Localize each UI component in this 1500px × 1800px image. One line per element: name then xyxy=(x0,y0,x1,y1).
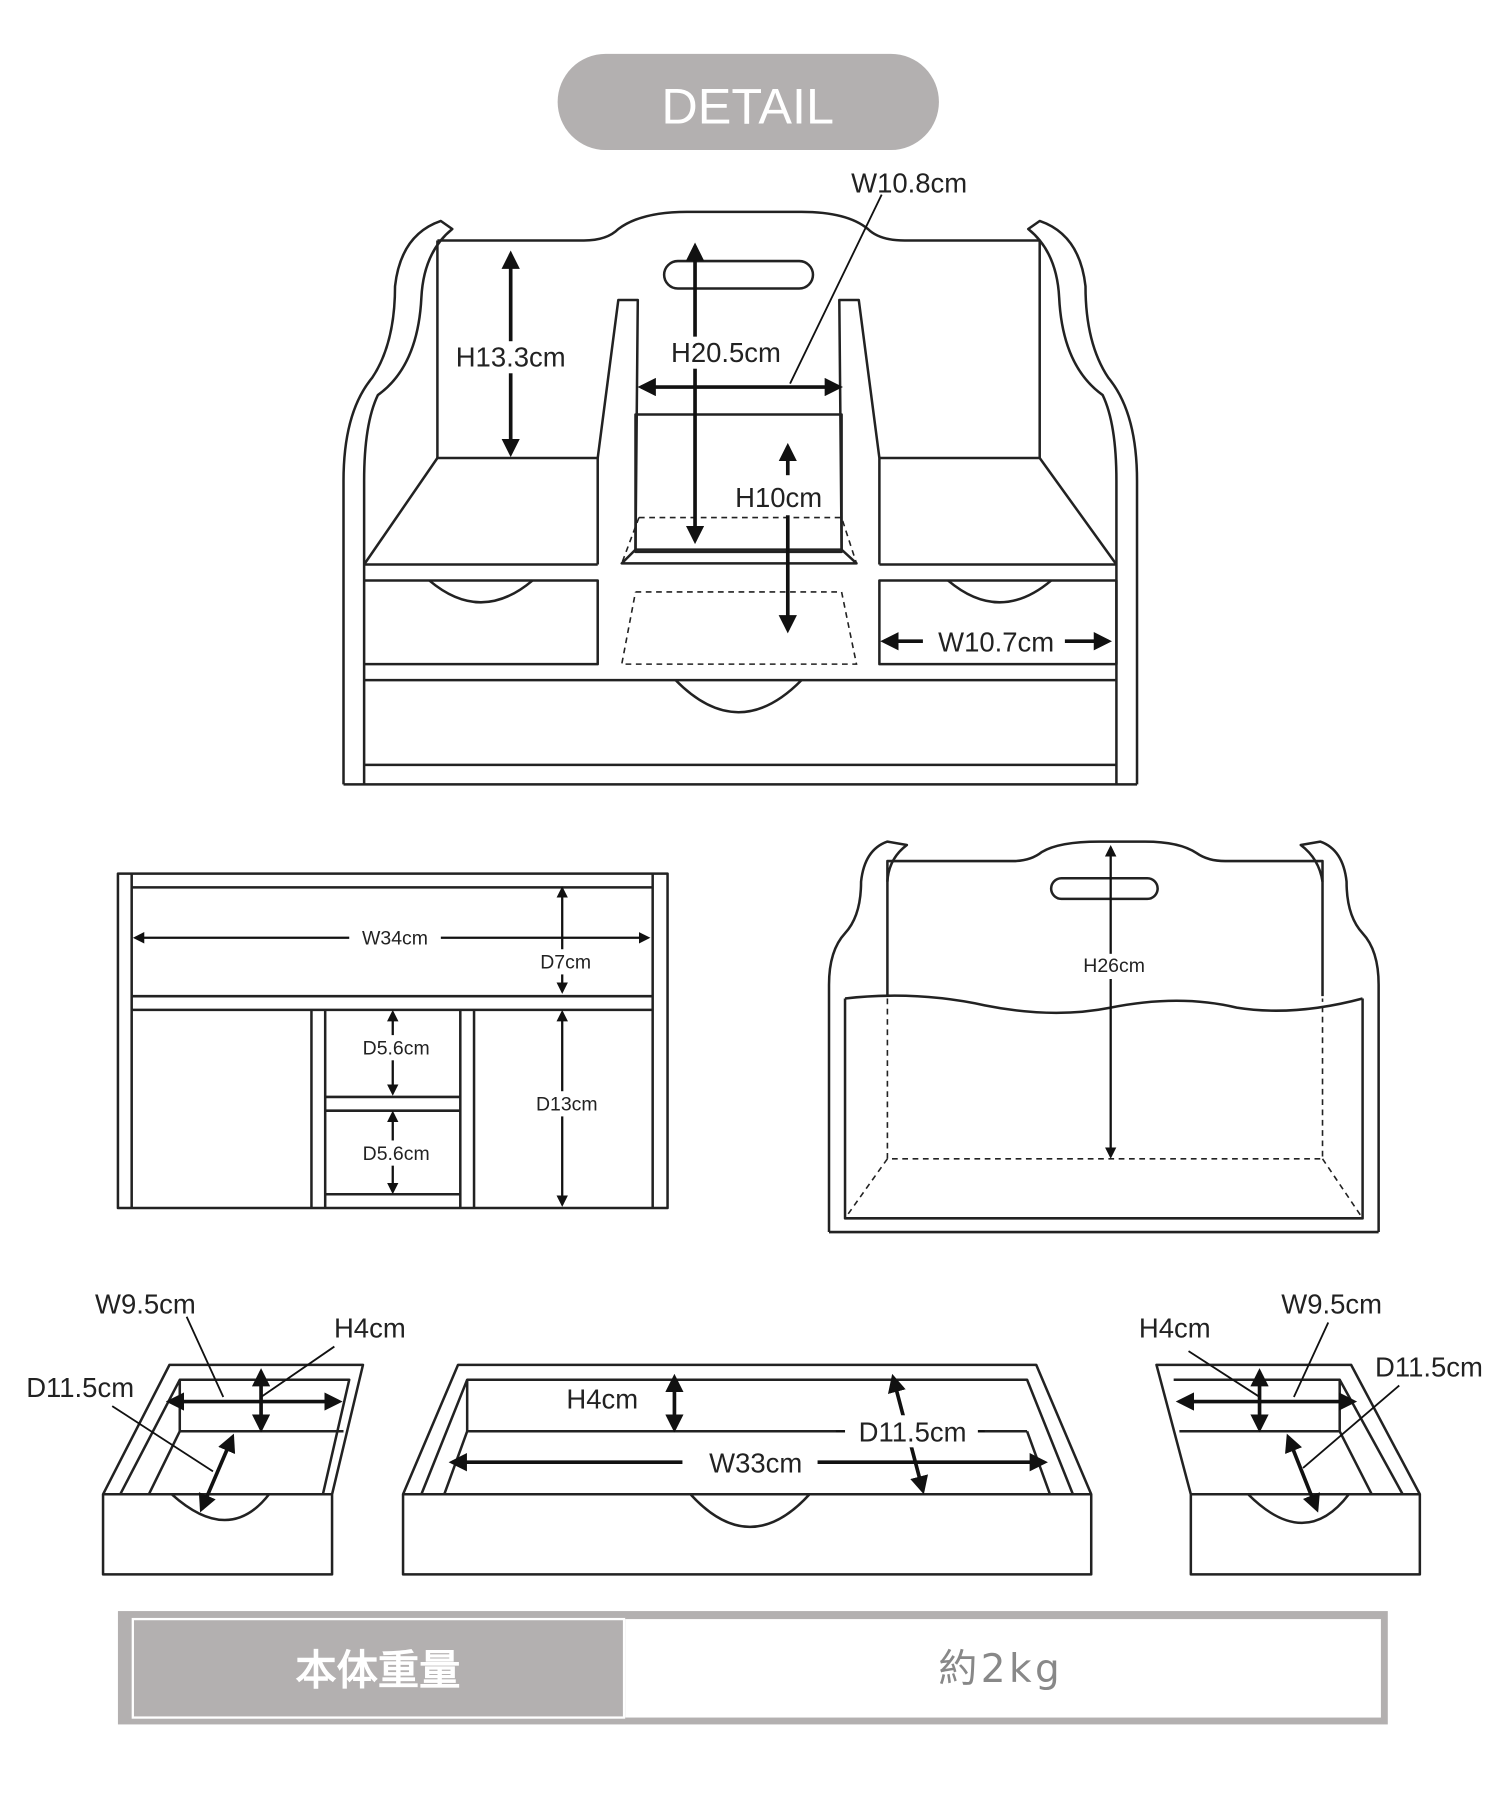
spec-table: 本体重量 約2kg xyxy=(117,1611,1388,1725)
label-tray-right-depth: D11.5cm xyxy=(1375,1351,1483,1382)
label-w-top: W10.8cm xyxy=(851,167,967,198)
label-depth-bottom: D13cm xyxy=(536,1094,598,1116)
label-w-drawer: W10.7cm xyxy=(938,627,1054,658)
label-height: H26cm xyxy=(1083,955,1145,977)
label-depth-top: D7cm xyxy=(540,952,591,974)
label-h-center: H20.5cm xyxy=(671,337,781,368)
label-tray-right-height: H4cm xyxy=(1139,1312,1211,1343)
label-tray-center-depth: D11.5cm xyxy=(859,1417,967,1448)
page-title: DETAIL xyxy=(661,78,834,135)
spec-value: 約2kg xyxy=(938,1647,1063,1692)
spec-label: 本体重量 xyxy=(295,1646,460,1694)
top-view-drawing xyxy=(116,872,669,1210)
label-tray-left-width: W9.5cm xyxy=(95,1288,196,1319)
tray-right-drawing xyxy=(1155,1322,1422,1576)
label-tray-center-height: H4cm xyxy=(566,1383,638,1414)
label-h-left: H13.3cm xyxy=(456,341,566,372)
label-tray-right-width: W9.5cm xyxy=(1281,1288,1382,1319)
label-depth-drawer-2: D5.6cm xyxy=(363,1143,430,1165)
tray-left-drawing xyxy=(101,1316,365,1576)
detail-badge: DETAIL xyxy=(557,53,939,150)
side-view-drawing xyxy=(827,840,1380,1234)
label-width: W34cm xyxy=(362,928,428,950)
label-depth-drawer-1: D5.6cm xyxy=(363,1038,430,1060)
tray-center-drawing xyxy=(401,1363,1093,1576)
label-h-pocket: H10cm xyxy=(735,482,822,513)
label-tray-left-depth: D11.5cm xyxy=(26,1372,134,1403)
label-tray-center-width: W33cm xyxy=(709,1448,802,1479)
front-view-drawing xyxy=(342,194,1139,786)
label-tray-left-height: H4cm xyxy=(334,1312,406,1343)
